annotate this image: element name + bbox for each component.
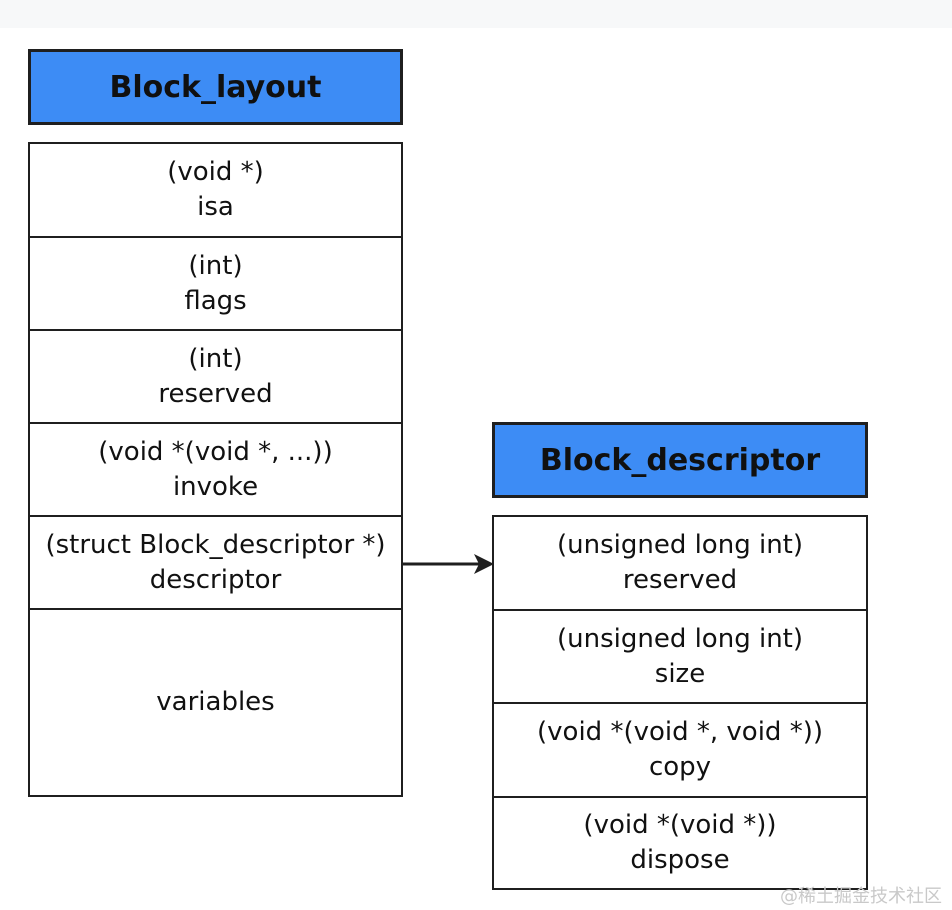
desc-field-copy: (void *(void *, void *)) copy: [494, 704, 866, 798]
block-layout-header: Block_layout: [28, 49, 403, 125]
field-reserved: (int) reserved: [30, 331, 401, 424]
field-reserved-name: reserved: [158, 378, 273, 409]
field-invoke-name: invoke: [172, 471, 259, 502]
desc-field-copy-type: (void *(void *, void *)): [537, 717, 823, 747]
watermark: @稀土掘金技术社区: [780, 886, 942, 907]
desc-field-reserved-name: reserved: [622, 565, 738, 595]
desc-field-copy-name: copy: [648, 752, 712, 782]
field-descriptor-type: (struct Block_descriptor *): [45, 529, 386, 560]
desc-field-reserved-type: (unsigned long int): [556, 530, 804, 560]
desc-field-reserved: (unsigned long int) reserved: [494, 517, 866, 611]
field-isa-name: isa: [197, 192, 234, 222]
field-flags: (int) flags: [30, 238, 401, 331]
field-isa-type: (void *): [167, 157, 264, 187]
block-descriptor-fields: (unsigned long int) reserved (unsigned l…: [492, 515, 868, 890]
field-variables: variables: [30, 610, 401, 795]
block-layout-title: Block_layout: [109, 69, 322, 105]
field-descriptor: (struct Block_descriptor *) descriptor: [30, 517, 401, 610]
top-band: [0, 0, 952, 28]
field-flags-name: flags: [184, 285, 247, 316]
block-layout-fields: (void *) isa (int) flags (int) reserved …: [28, 142, 403, 797]
field-invoke-type: (void *(void *, ...)): [98, 436, 333, 467]
descriptor-pointer-arrow: [402, 554, 494, 574]
field-descriptor-name: descriptor: [149, 564, 282, 595]
desc-field-size-name: size: [654, 658, 706, 689]
block-descriptor-header: Block_descriptor: [492, 422, 868, 498]
field-reserved-type: (int): [188, 343, 243, 374]
desc-field-dispose: (void *(void *)) dispose: [494, 798, 866, 888]
desc-field-dispose-name: dispose: [630, 845, 730, 875]
field-isa: (void *) isa: [30, 144, 401, 238]
field-flags-type: (int): [188, 250, 243, 281]
desc-field-size: (unsigned long int) size: [494, 611, 866, 704]
field-variables-name: variables: [156, 687, 275, 717]
desc-field-size-type: (unsigned long int): [556, 623, 804, 654]
field-invoke: (void *(void *, ...)) invoke: [30, 424, 401, 517]
block-descriptor-title: Block_descriptor: [539, 442, 821, 478]
desc-field-dispose-type: (void *(void *)): [583, 810, 777, 840]
